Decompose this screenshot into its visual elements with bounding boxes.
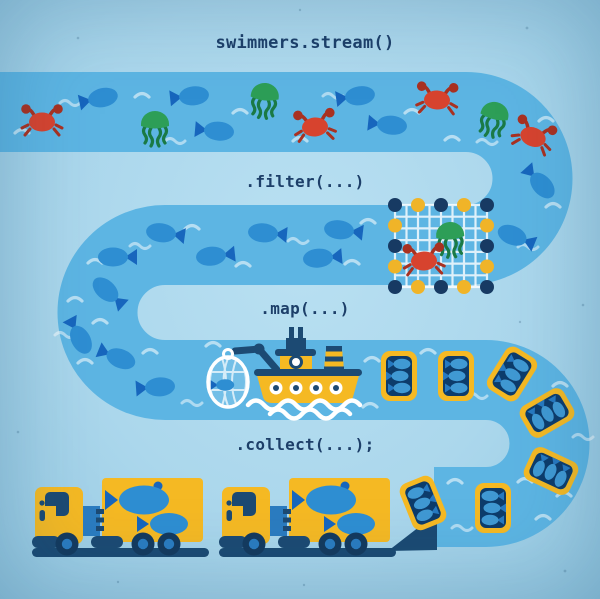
portholes <box>269 381 343 395</box>
boat-funnel <box>324 346 344 372</box>
trucks <box>32 478 396 557</box>
filter-net <box>388 198 494 294</box>
canned-fish-icon <box>475 483 511 533</box>
canned-fish-icon <box>381 351 417 401</box>
collect-label: .collect(...); <box>235 435 375 454</box>
filter-label: .filter(...) <box>245 172 365 191</box>
map-label: .map(...) <box>260 299 350 318</box>
stream-label: swimmers.stream() <box>215 33 395 53</box>
crane-net <box>206 355 250 409</box>
canned-fish-icon <box>438 351 474 401</box>
boat-bridge <box>286 338 306 351</box>
cargo-truck <box>219 478 396 557</box>
cargo-truck <box>32 478 209 557</box>
boat-hull <box>256 372 360 403</box>
paper-speckles <box>16 8 585 587</box>
fishing-boat <box>206 327 363 421</box>
cabin-window <box>289 355 303 369</box>
net-floats <box>388 198 494 294</box>
